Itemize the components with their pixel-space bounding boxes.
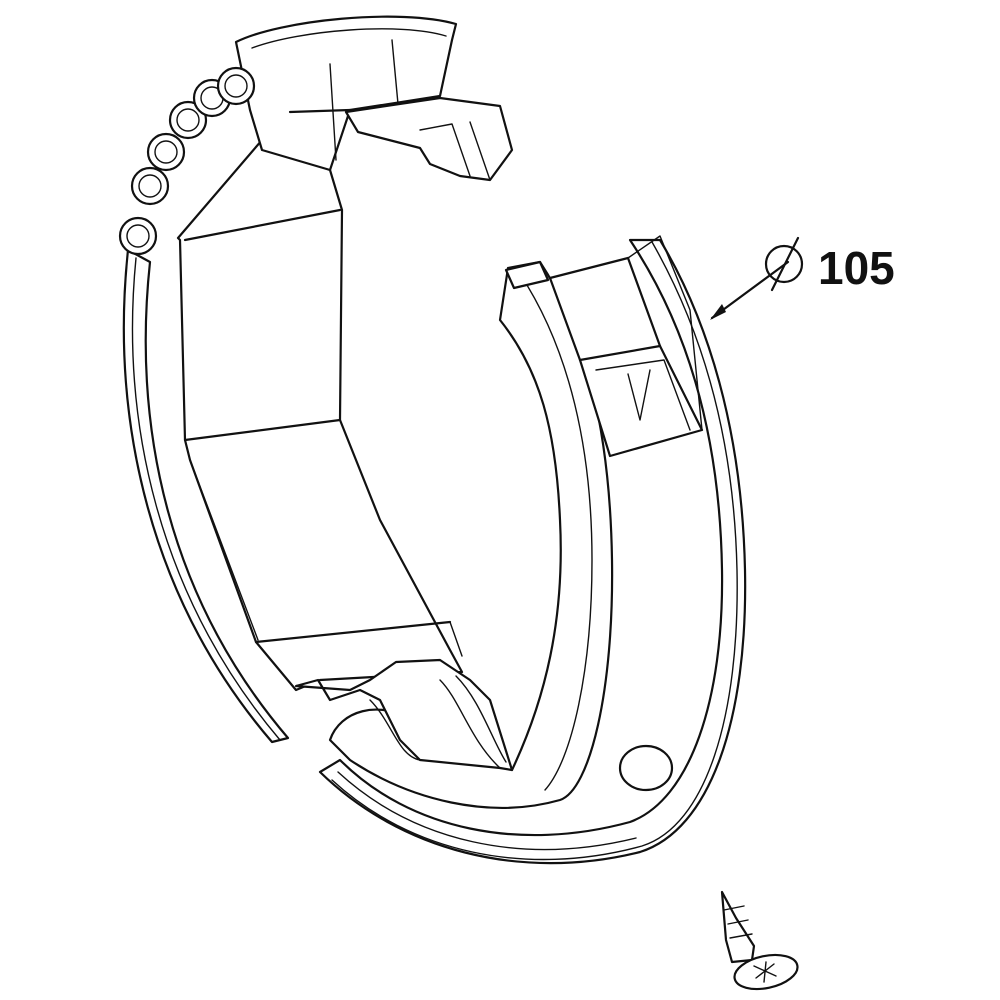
leader-line — [710, 260, 790, 320]
ring-end-tab — [504, 260, 550, 290]
screw-hole — [618, 744, 674, 792]
ring-inner-face — [328, 260, 614, 809]
screw — [720, 890, 799, 991]
cable-tubes — [118, 66, 256, 256]
clamp-ring — [118, 15, 747, 865]
callout-label: 105 — [818, 242, 895, 294]
leader-arrow — [710, 304, 726, 320]
top-hook — [344, 96, 514, 182]
diameter-symbol — [764, 244, 804, 284]
lower-clip — [294, 658, 514, 772]
callout: 105 — [710, 236, 895, 320]
inner-frame — [176, 138, 464, 692]
ring-outer-band-front — [318, 238, 747, 865]
top-housing — [234, 15, 458, 172]
